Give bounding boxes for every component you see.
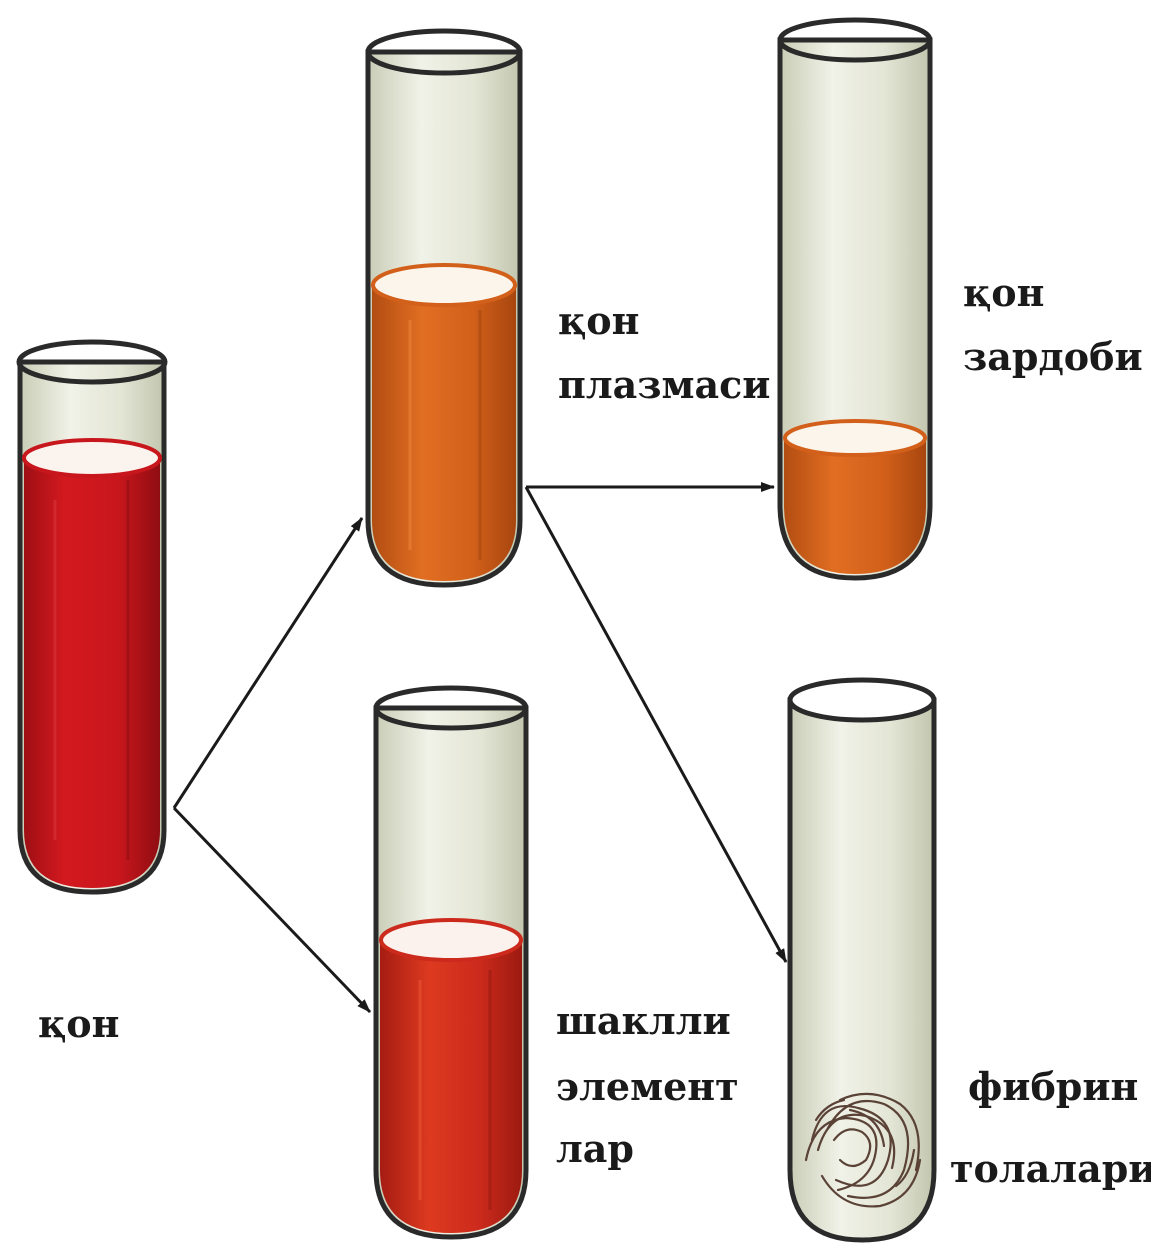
label-formed-line3: лар — [556, 1130, 634, 1168]
tube-serum — [780, 20, 930, 578]
label-serum-line2: зардоби — [963, 338, 1143, 376]
label-formed-line2: элемент — [556, 1068, 739, 1106]
tube-plasma — [368, 31, 520, 585]
label-plasma-line2: плазмаси — [558, 366, 770, 404]
label-blood: қон — [38, 1005, 119, 1043]
serum-meniscus — [785, 421, 925, 455]
tube-blood — [19, 342, 165, 892]
tube-fibrin — [790, 680, 934, 1240]
arrow-blood-to-plasma — [174, 518, 362, 808]
formed-liquid — [380, 940, 522, 1233]
label-fibrin-line2: толалари — [950, 1150, 1151, 1188]
serum-liquid — [784, 438, 926, 574]
label-fibrin-line1: фибрин — [968, 1068, 1138, 1106]
plasma-meniscus — [373, 265, 515, 305]
arrow-blood-to-formed — [174, 808, 370, 1012]
blood-liquid — [24, 458, 160, 888]
label-plasma-line1: қон — [558, 302, 639, 340]
label-serum-line1: қон — [963, 274, 1044, 312]
tube-rim — [790, 680, 934, 720]
blood-meniscus — [24, 440, 160, 476]
label-formed-line1: шаклли — [556, 1002, 731, 1040]
formed-meniscus — [381, 920, 521, 960]
plasma-liquid — [372, 285, 516, 581]
tube-formed-elements — [376, 688, 526, 1237]
arrow-plasma-to-fibrin — [526, 487, 786, 962]
